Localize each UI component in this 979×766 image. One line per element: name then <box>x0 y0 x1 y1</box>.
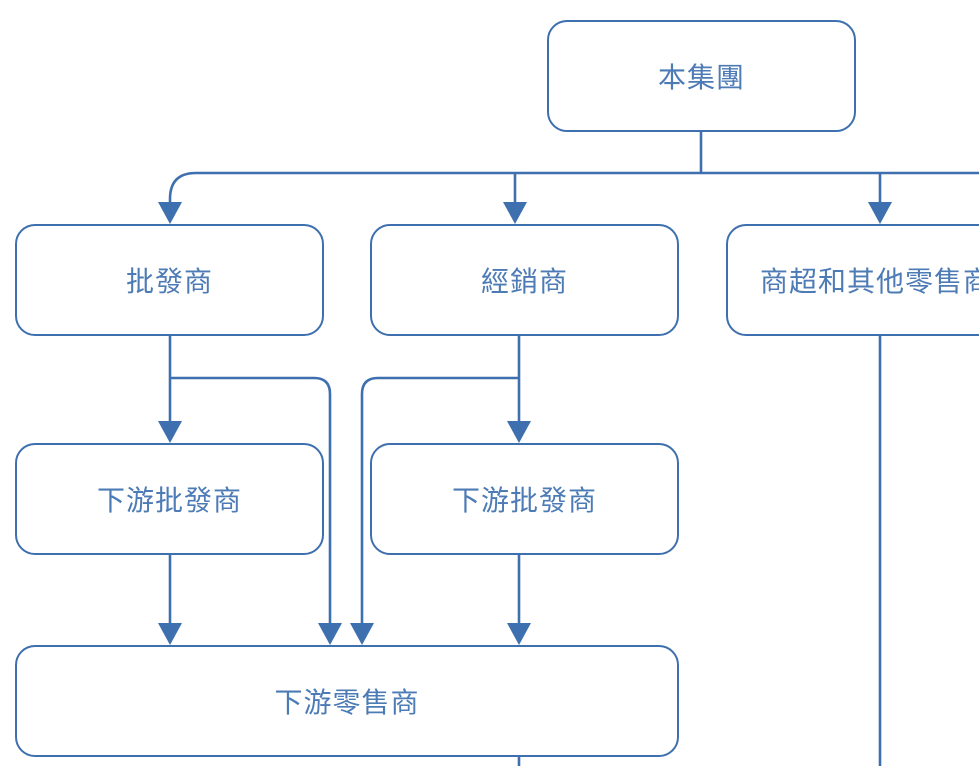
node-group: 本集團 <box>547 20 856 132</box>
node-distributor: 經銷商 <box>370 224 679 336</box>
node-wholesaler: 批發商 <box>15 224 324 336</box>
arrowhead-dealer <box>503 202 527 224</box>
node-downstream-retailer: 下游零售商 <box>15 645 679 757</box>
arrowhead-wholesale <box>158 202 182 224</box>
arrowhead-down-wholesale2 <box>507 421 531 443</box>
arrowhead-down-wholesale1 <box>158 421 182 443</box>
connector-root-bus <box>168 171 979 200</box>
connector-wholesale-to-retail <box>170 376 332 624</box>
node-downstream-wholesaler-2-label: 下游批發商 <box>451 484 597 517</box>
node-distributor-label: 經銷商 <box>480 265 568 298</box>
node-downstream-wholesaler-1: 下游批發商 <box>15 443 324 555</box>
connector-dealer-to-retail <box>360 376 519 624</box>
node-supermarket-other-retailers: 商超和其他零售商 <box>726 224 979 336</box>
node-downstream-wholesaler-1-label: 下游批發商 <box>96 484 242 517</box>
arrowhead-retail-4 <box>507 623 531 645</box>
node-wholesaler-label: 批發商 <box>125 265 213 298</box>
arrowhead-retail-3 <box>350 623 374 645</box>
arrowhead-retail-1 <box>158 623 182 645</box>
node-group-label: 本集團 <box>657 61 745 94</box>
node-supermarket-other-retailers-label: 商超和其他零售商 <box>760 265 979 298</box>
arrowhead-retail-2 <box>318 623 342 645</box>
node-downstream-retailer-label: 下游零售商 <box>274 686 420 719</box>
arrowhead-other <box>868 202 892 224</box>
node-downstream-wholesaler-2: 下游批發商 <box>370 443 679 555</box>
